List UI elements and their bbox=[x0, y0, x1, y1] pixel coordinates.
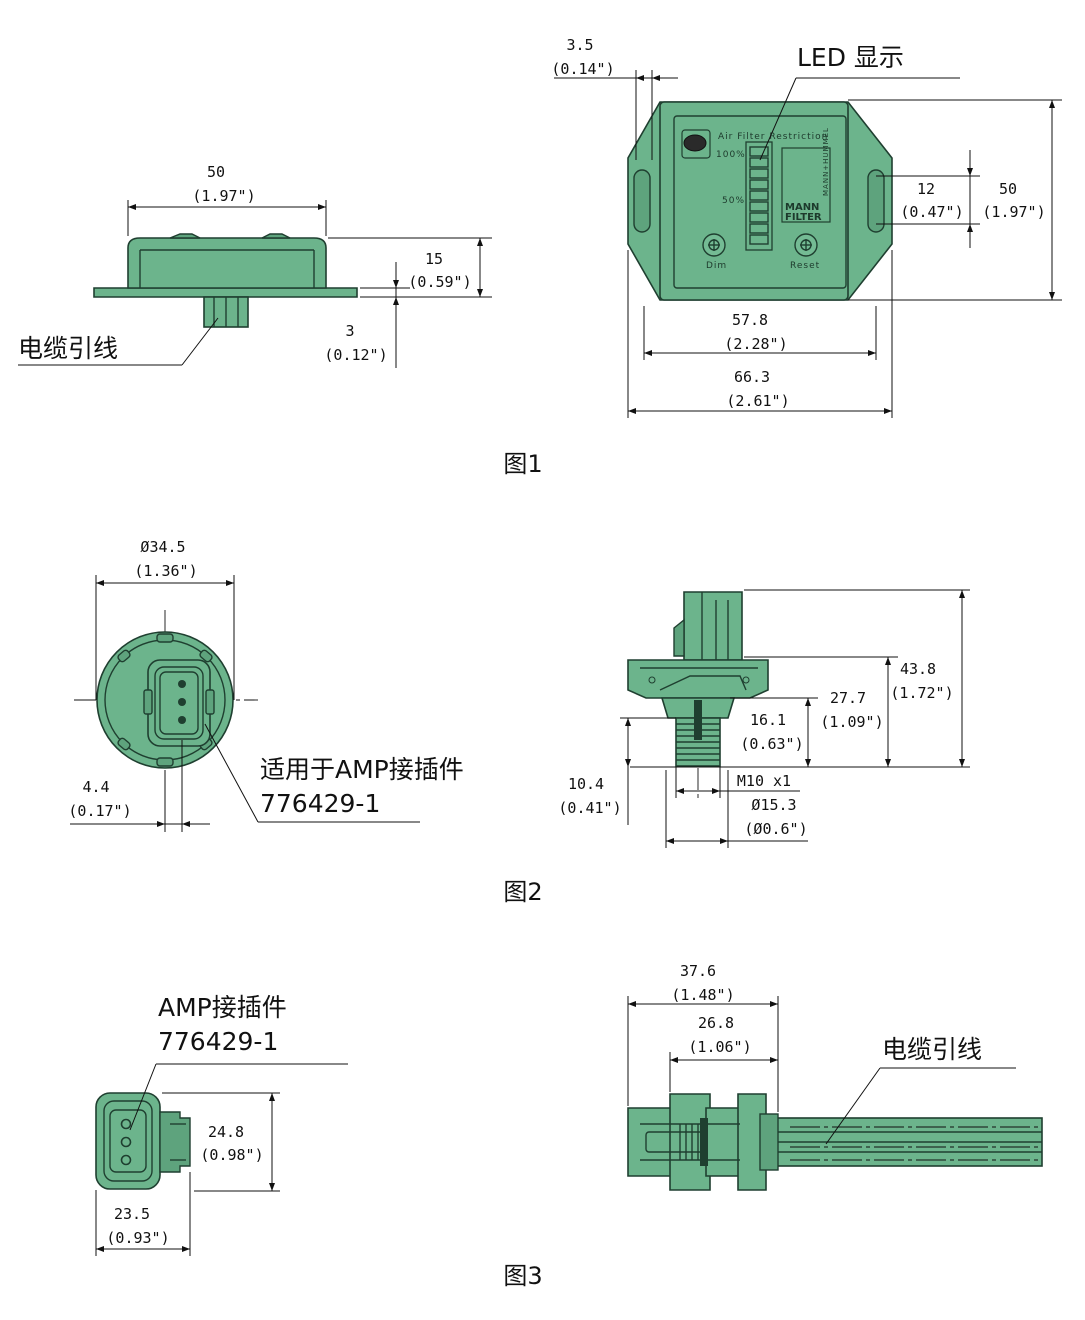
fig2-thread-len-in: (0.41") bbox=[558, 799, 621, 817]
fig2-thread-len-mm: 10.4 bbox=[568, 775, 604, 793]
fig1-reset-label: Reset bbox=[790, 261, 820, 271]
fig1-cable-label: 电缆引线 bbox=[18, 334, 118, 363]
fig3-total-mm: 37.6 bbox=[680, 962, 716, 980]
fig3-plug-front bbox=[627, 1107, 677, 1177]
fig1-side-height-in: (0.59") bbox=[408, 273, 471, 291]
fig2-diameter-mm: Ø34.5 bbox=[140, 538, 185, 556]
fig1-right-slot bbox=[867, 169, 885, 233]
figure1-caption: 图1 bbox=[503, 450, 542, 478]
fig1-pct-50: 50% bbox=[722, 196, 745, 206]
fig1-side-width-in: (1.97") bbox=[192, 187, 255, 205]
fig1-dim-button bbox=[702, 233, 726, 257]
fig2-pin-1 bbox=[178, 680, 186, 688]
fig1-flange-mm: 3 bbox=[345, 322, 354, 340]
fig3-pin-3 bbox=[120, 1154, 132, 1166]
fig1-dim-label: Dim bbox=[706, 261, 727, 271]
fig1-led-bar bbox=[745, 141, 773, 251]
fig3-connector-body bbox=[95, 1092, 161, 1190]
fig3-connector-label-1: AMP接插件 bbox=[158, 993, 287, 1022]
fig3-pin-2 bbox=[120, 1136, 132, 1148]
fig1-brand-filter: FILTER bbox=[785, 212, 822, 223]
fig3-connector-front: AMP接插件 776429-1 24.8 (0.98") 23.5 (0.93"… bbox=[95, 993, 348, 1256]
fig1-led-segments bbox=[749, 146, 769, 245]
fig3-height-mm: 24.8 bbox=[208, 1123, 244, 1141]
fig2-pin-3 bbox=[178, 716, 186, 724]
fig2-base-dia-in: (Ø0.6") bbox=[744, 820, 807, 838]
fig3-connector-label-2: 776429-1 bbox=[158, 1027, 278, 1056]
fig2-connector-label-2: 776429-1 bbox=[260, 789, 380, 818]
fig1-side-flange bbox=[93, 287, 358, 298]
fig1-edge-mm: 3.5 bbox=[566, 36, 593, 54]
fig3-body-mm: 26.8 bbox=[698, 1014, 734, 1032]
fig1-side-width-mm: 50 bbox=[207, 163, 225, 181]
fig3-height-in: (0.98") bbox=[200, 1146, 263, 1164]
fig2-offset-in: (0.17") bbox=[68, 802, 131, 820]
fig1-brand-box bbox=[781, 147, 831, 223]
fig3-pin-1 bbox=[120, 1118, 132, 1130]
fig1-brand-top: MANN+HUMMEL bbox=[822, 127, 830, 196]
fig3-connector-side: 37.6 (1.48") 26.8 (1.06") 电缆引线 bbox=[627, 962, 1043, 1191]
fig2-front-view: Ø34.5 (1.36") 4.4 (0.17") 适用于AMP接插件 7764… bbox=[68, 538, 464, 832]
fig1-reset-button bbox=[794, 233, 818, 257]
fig3-latch bbox=[159, 1111, 191, 1173]
fig2-upper-mm: 16.1 bbox=[750, 711, 786, 729]
fig3-body-in: (1.06") bbox=[688, 1038, 751, 1056]
fig1-pct-100: 100% bbox=[716, 150, 746, 160]
fig1-side-height-mm: 15 bbox=[425, 250, 443, 268]
fig1-panel-title: Air Filter Restriction bbox=[718, 132, 828, 142]
figure2-caption: 图2 bbox=[503, 878, 542, 906]
fig2-total-mm: 43.8 bbox=[900, 660, 936, 678]
fig2-total-in: (1.72") bbox=[890, 684, 953, 702]
fig3-width-in: (0.93") bbox=[106, 1229, 169, 1247]
fig1-led-label: LED 显示 bbox=[797, 43, 904, 72]
fig1-outer-width-mm: 66.3 bbox=[734, 368, 770, 386]
fig1-slot-in: (0.47") bbox=[900, 203, 963, 221]
fig2-offset-mm: 4.4 bbox=[82, 778, 109, 796]
fig1-slot-mm: 12 bbox=[917, 180, 935, 198]
fig2-pin-2 bbox=[178, 698, 186, 706]
fig1-height-mm: 50 bbox=[999, 180, 1017, 198]
fig1-sensor-icon bbox=[683, 134, 707, 152]
fig1-brand-mann: MANN bbox=[785, 202, 819, 213]
fig1-edge-in: (0.14") bbox=[551, 60, 614, 78]
fig2-connector-top bbox=[683, 591, 743, 661]
fig2-port bbox=[694, 700, 702, 740]
fig3-plug-rear bbox=[737, 1093, 767, 1191]
fig1-top-view: Air Filter Restriction 100% 50% MANN+HUM… bbox=[551, 36, 1062, 418]
fig2-diameter-in: (1.36") bbox=[134, 562, 197, 580]
fig3-width-mm: 23.5 bbox=[114, 1205, 150, 1223]
fig1-inner-width-in: (2.28") bbox=[724, 335, 787, 353]
figure3-caption: 图3 bbox=[503, 1262, 542, 1290]
fig1-left-slot bbox=[633, 169, 651, 233]
fig2-mid-mm: 27.7 bbox=[830, 689, 866, 707]
fig1-outer-width-in: (2.61") bbox=[726, 392, 789, 410]
fig3-cable-label: 电缆引线 bbox=[882, 1035, 982, 1064]
fig2-thread-spec: M10 x1 bbox=[737, 772, 791, 790]
fig2-base-dia-mm: Ø15.3 bbox=[751, 796, 796, 814]
fig2-upper-in: (0.63") bbox=[740, 735, 803, 753]
fig1-inner-width-mm: 57.8 bbox=[732, 311, 768, 329]
fig1-height-in: (1.97") bbox=[982, 203, 1045, 221]
fig2-mid-in: (1.09") bbox=[820, 713, 883, 731]
fig1-side-body bbox=[127, 237, 327, 289]
fig2-side-view: 43.8 (1.72") 27.7 (1.09") 16.1 (0.63") 1… bbox=[558, 589, 970, 848]
fig3-plug-body bbox=[705, 1107, 743, 1177]
fig3-total-in: (1.48") bbox=[671, 986, 734, 1004]
fig1-flange-in: (0.12") bbox=[324, 346, 387, 364]
fig1-side-view: 50 (1.97") 15 (0.59") 3 (0.12") 电缆引线 bbox=[18, 163, 492, 368]
fig2-connector-label-1: 适用于AMP接插件 bbox=[260, 755, 464, 784]
